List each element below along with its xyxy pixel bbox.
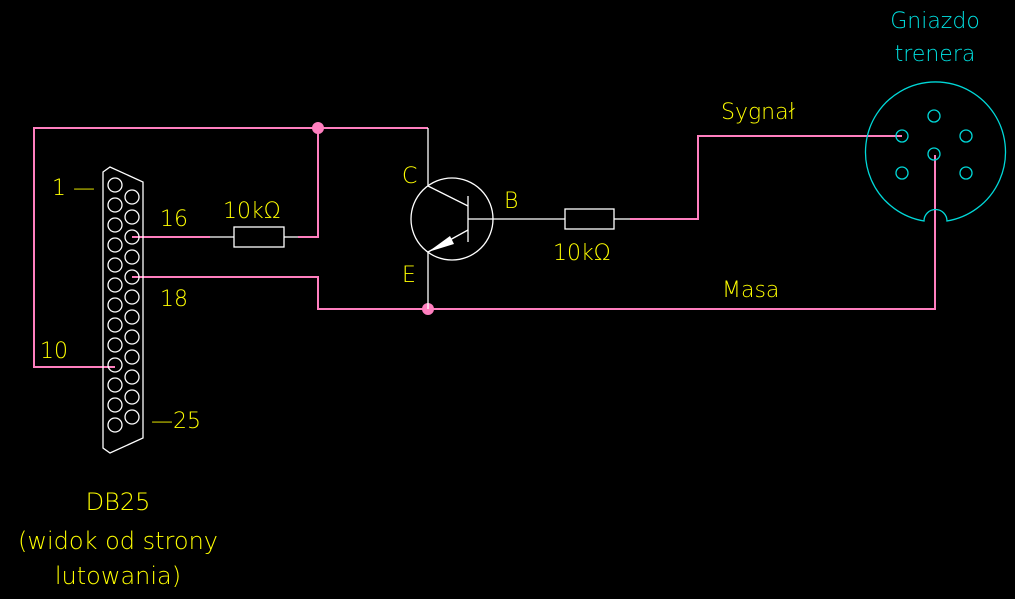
socket-pin [895,166,909,180]
emitter-label: E [402,263,416,288]
pin25-label: —25 [151,409,201,434]
db25-pin-14 [124,189,140,205]
db25-pin-15 [124,209,140,225]
junction-dot-collector [312,122,324,134]
db25-pin-16 [124,229,140,245]
db25-pin-21 [124,329,140,345]
db25-pin-20 [124,309,140,325]
collector-label: C [402,164,417,189]
db25-pin-17 [124,249,140,265]
connector-subtitle-line1: (widok od strony [18,527,218,555]
collector-inner [427,185,469,207]
pin18-label: 18 [160,287,188,312]
pin1-label: 1 — [52,176,95,201]
db25-pin-4 [107,237,123,253]
socket-pin [927,109,941,123]
db25-pin-6 [107,277,123,293]
wire-signal [630,135,902,220]
socket-pin [959,166,973,180]
db25-pin-19 [124,289,140,305]
pin10-label: 10 [40,339,68,364]
db25-pin-8 [107,317,123,333]
socket-title-line2: trenera [895,42,976,67]
socket-pin [959,129,973,143]
db25-pin-3 [107,217,123,233]
db25-pin-22 [124,349,140,365]
trainer-socket [864,81,1007,222]
pin16-label: 16 [160,207,188,232]
wire-junction-r1 [298,128,319,238]
db25-shell [102,166,144,454]
socket-title-line1: Gniazdo [890,9,980,34]
db25-connector [102,166,144,454]
db25-pin-9 [107,337,123,353]
r1-label: 10kΩ [223,199,281,224]
ground-label: Masa [722,278,779,303]
emitter-arrow-icon [428,236,454,252]
base-label: B [504,189,518,214]
db25-pins [107,177,140,433]
socket-pin [927,147,941,161]
connector-subtitle-line2: lutowania) [55,562,181,590]
wire-collector-pin10 [33,127,428,368]
db25-pin-5 [107,257,123,273]
transistor-npn [410,128,565,309]
wire-pin18-ground [132,155,936,310]
db25-pin-12 [107,397,123,413]
socket-outline [864,81,1007,222]
db25-pin-7 [107,297,123,313]
r2-label: 10kΩ [553,241,611,266]
db25-pin-24 [124,389,140,405]
db25-pin-13 [107,417,123,433]
db25-pin-25 [124,409,140,425]
db25-pin-1 [107,177,123,193]
db25-pin-23 [124,369,140,385]
connector-title: DB25 [86,488,151,516]
resistor-r1 [210,226,298,248]
socket-pin [895,129,909,143]
wires [33,122,936,368]
resistor-r2 [564,208,630,230]
db25-pin-10 [107,357,123,373]
db25-pin-18 [124,269,140,285]
db25-pin-11 [107,377,123,393]
signal-label: Sygnał [721,100,796,125]
db25-pin-2 [107,197,123,213]
